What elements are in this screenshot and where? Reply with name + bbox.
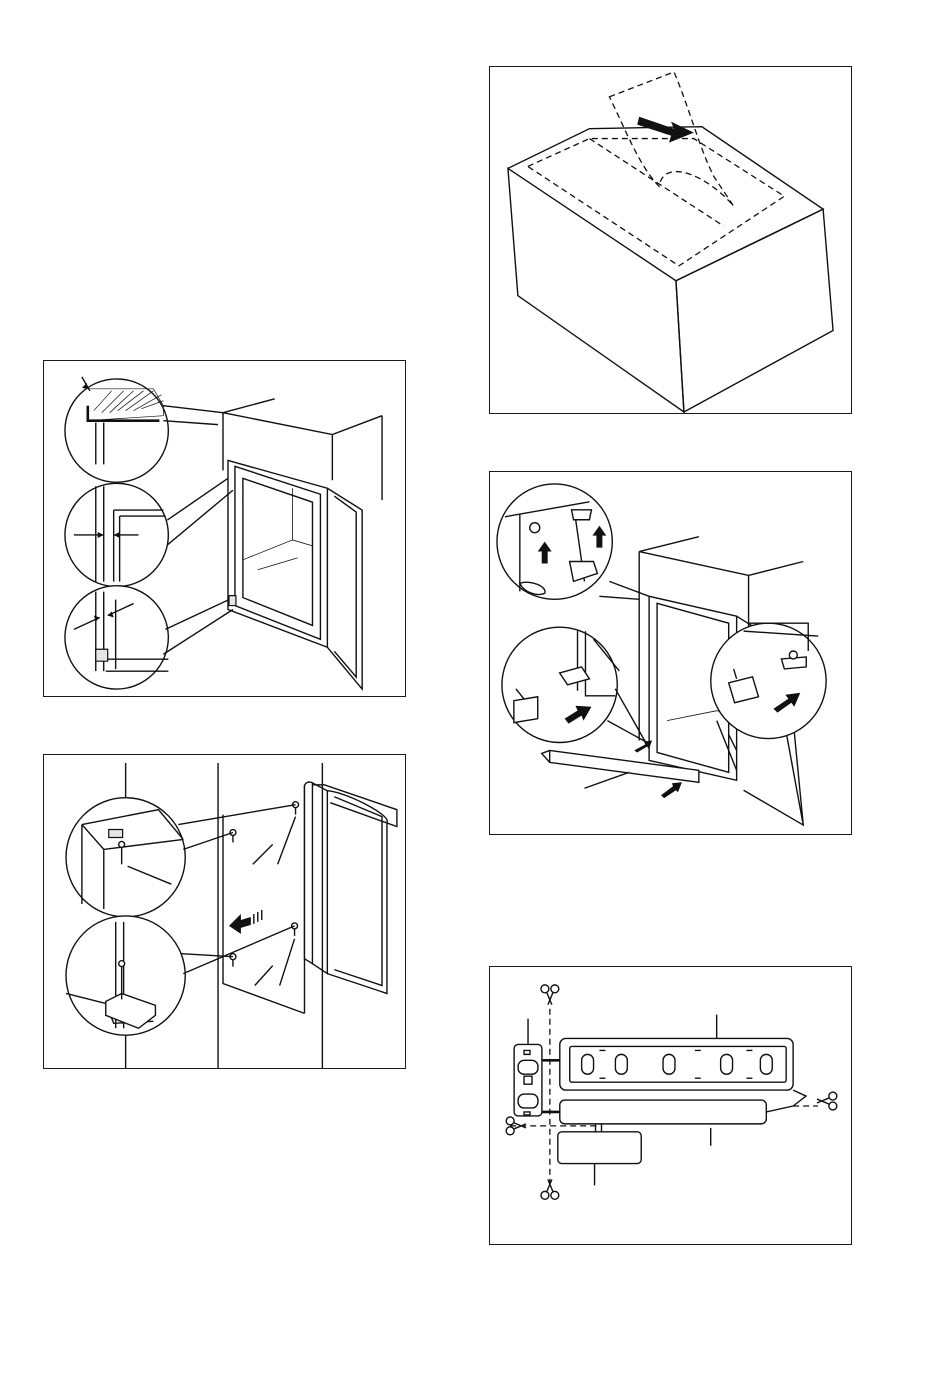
packaging-box-illustration bbox=[490, 67, 851, 413]
scissors-icon bbox=[817, 1092, 837, 1110]
screw-icon bbox=[292, 923, 298, 936]
magnifier-callout-icon bbox=[65, 586, 168, 689]
sprue-parts-illustration bbox=[490, 967, 851, 1244]
screw-icon bbox=[230, 954, 236, 967]
hinge-icon bbox=[229, 596, 236, 606]
screw-icon bbox=[293, 802, 299, 815]
scissors-icon bbox=[541, 985, 559, 1005]
magnifier-callout-icon bbox=[65, 379, 168, 482]
magnifier-callout-icon bbox=[497, 484, 612, 599]
figure-hinge-cover-fitting bbox=[489, 471, 852, 835]
door-mounting-illustration bbox=[44, 755, 405, 1068]
arrow-icon bbox=[229, 914, 251, 934]
figure-cabinet-clearance bbox=[43, 360, 406, 697]
figure-packaging-box bbox=[489, 66, 852, 414]
screw-icon bbox=[230, 830, 236, 843]
scissors-icon bbox=[541, 1179, 559, 1199]
arrow-icon bbox=[661, 782, 682, 798]
figure-door-mounting-screws bbox=[43, 754, 406, 1069]
figure-plastic-parts-sprue bbox=[489, 966, 852, 1245]
hinge-cover-illustration bbox=[490, 472, 851, 834]
cabinet-clearance-illustration bbox=[44, 361, 405, 696]
cover-cap-icon bbox=[514, 697, 538, 723]
magnifier-callout-icon bbox=[502, 627, 617, 742]
